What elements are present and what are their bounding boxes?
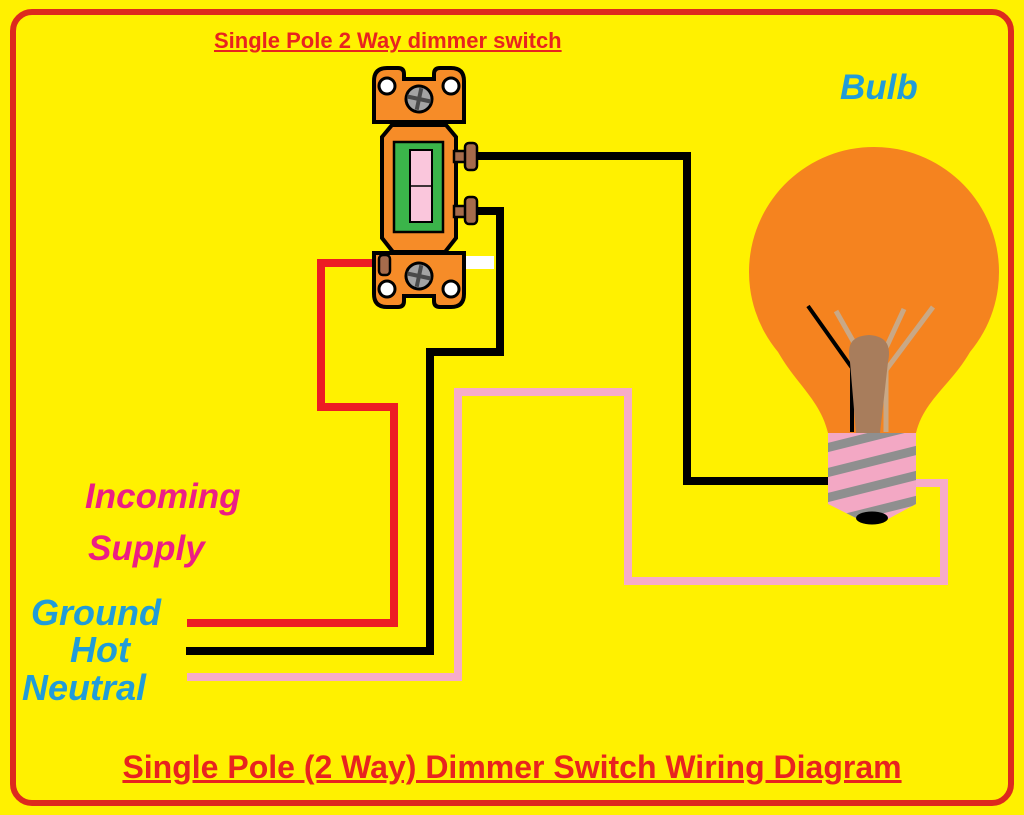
bulb-base-contact xyxy=(856,511,888,525)
wire-switched-black xyxy=(468,152,832,485)
hot-label: Hot xyxy=(70,629,130,670)
incoming-label: Incoming xyxy=(85,477,241,516)
mount-hole-top-right-icon xyxy=(441,76,461,96)
dimmer-switch-graphic xyxy=(372,66,479,309)
terminal-bottom-right xyxy=(452,195,479,226)
wire-ground-red xyxy=(187,259,398,627)
bulb-graphic xyxy=(749,146,1000,525)
bulb-glass xyxy=(749,146,1000,433)
wires xyxy=(186,152,948,681)
neutral-label: Neutral xyxy=(22,667,147,708)
wire-hot-black xyxy=(186,207,504,655)
terminal-top-right xyxy=(452,141,479,172)
mount-hole-bottom-left-icon xyxy=(377,279,397,299)
bottom-title: Single Pole (2 Way) Dimmer Switch Wiring… xyxy=(122,749,902,785)
wire-neutral-pink xyxy=(187,388,948,681)
bulb-label: Bulb xyxy=(840,68,918,107)
filament-support-right xyxy=(883,307,907,350)
top-title: Single Pole 2 Way dimmer switch xyxy=(214,28,562,53)
mount-hole-top-left-icon xyxy=(377,76,397,96)
screw-top-icon xyxy=(404,84,434,114)
mount-hole-bottom-right-icon xyxy=(441,279,461,299)
terminal-bottom-left xyxy=(377,253,392,277)
ground-label: Ground xyxy=(31,592,161,633)
bulb-stem xyxy=(848,335,890,433)
screw-bottom-icon xyxy=(404,261,434,291)
supply-label: Supply xyxy=(88,529,205,568)
